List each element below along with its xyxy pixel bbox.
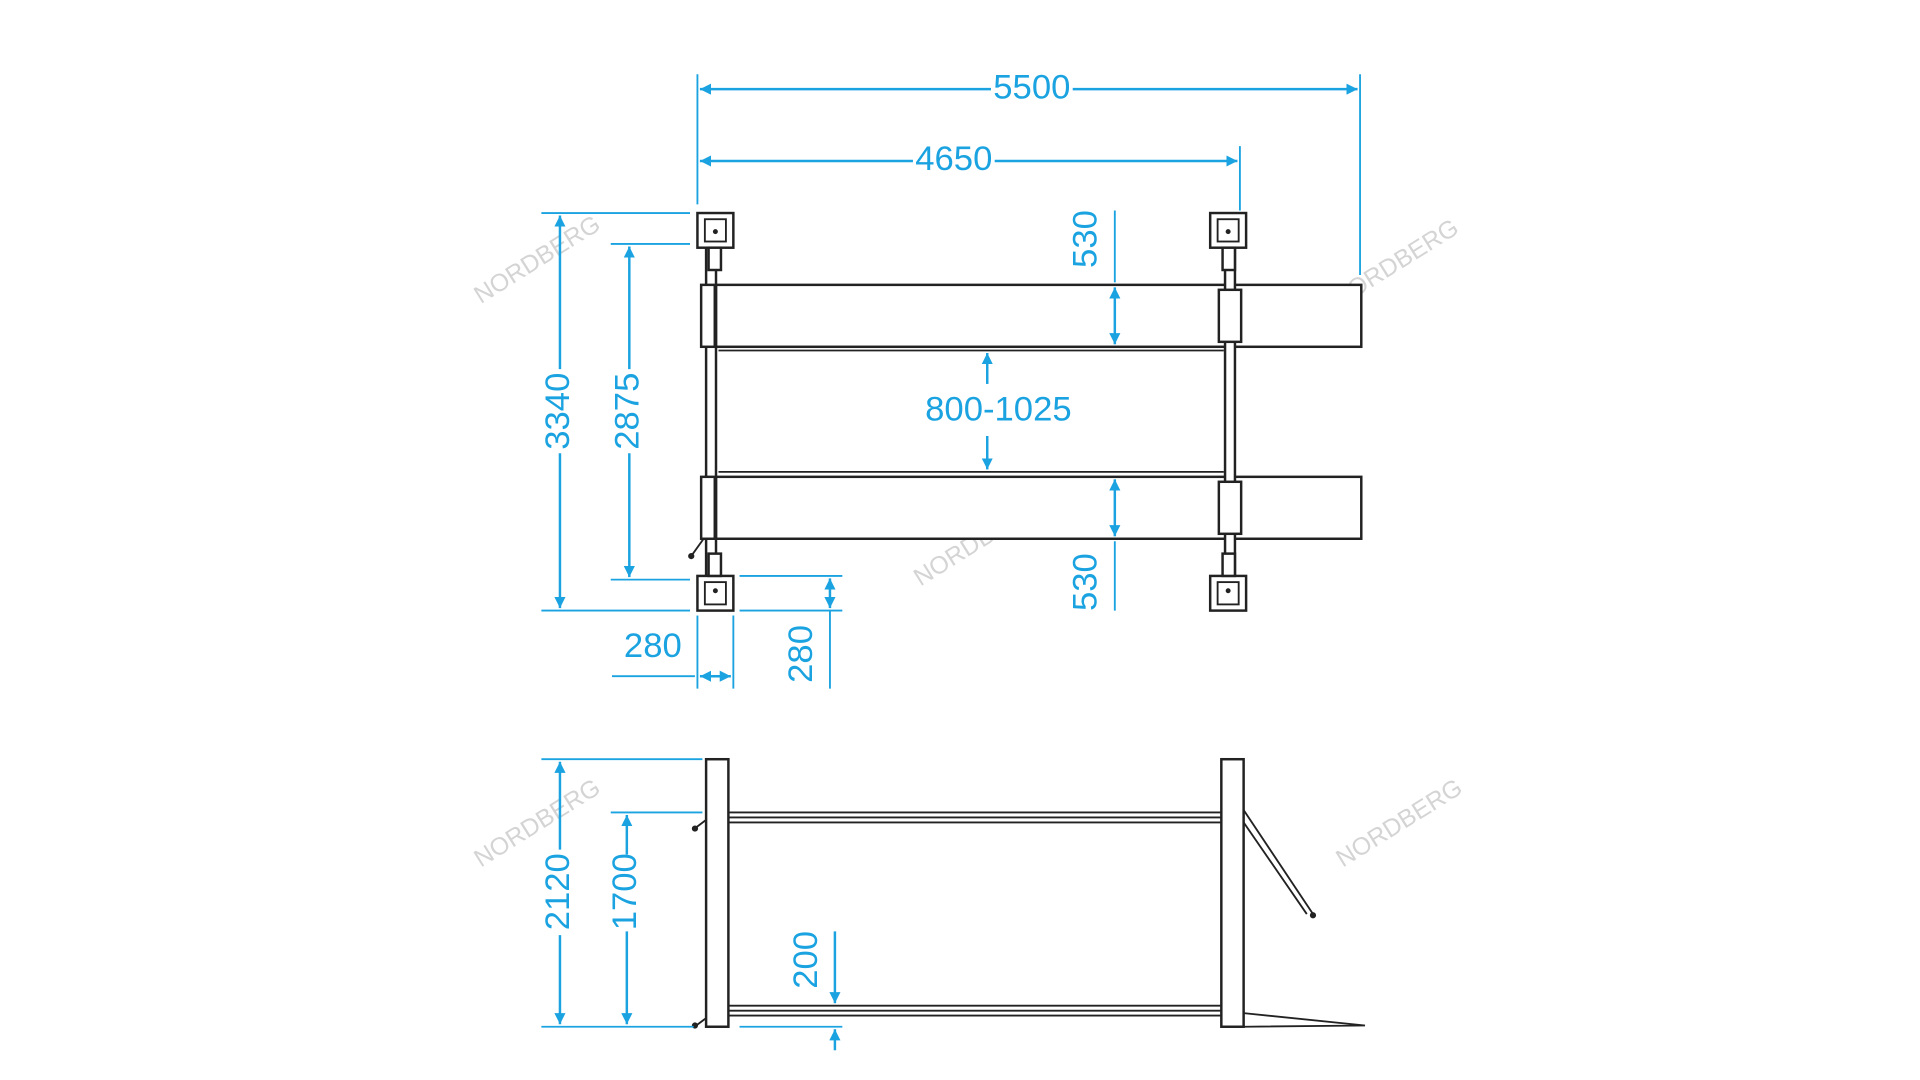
column-base: [696, 211, 735, 249]
runway-bottom: [714, 475, 1363, 540]
top-view: [688, 211, 1363, 612]
dim-overall-width: 3340: [539, 373, 577, 450]
top-view-dimensions: 5500 4650 3340 2875 530 800-1025 530 280: [539, 68, 1361, 689]
dim-min-height: 200: [787, 931, 825, 989]
side-view-dimensions: 2120 1700 200: [539, 758, 843, 1051]
dim-column-spacing: 4650: [915, 140, 992, 178]
ramp-lowered: [1243, 1012, 1366, 1028]
dim-runway-gap: 800-1025: [925, 390, 1071, 428]
watermark: NORDBERG: [1332, 774, 1468, 873]
runway-top: [714, 283, 1363, 349]
watermark: NORDBERG: [470, 774, 606, 873]
column-base: [1208, 211, 1248, 249]
dim-runway-width-bottom: 530: [1067, 553, 1105, 611]
column-base: [1208, 574, 1248, 612]
dim-runway-width-top: 530: [1067, 210, 1105, 268]
dim-base-depth: 280: [782, 625, 820, 683]
dim-max-lift-height: 1700: [606, 853, 644, 930]
dim-overall-height: 2120: [539, 853, 577, 930]
watermark: NORDBERG: [470, 211, 606, 310]
dim-overall-length: 5500: [993, 68, 1070, 106]
dim-base-width: 280: [624, 627, 682, 665]
column-base: [696, 574, 735, 612]
column-right: [1220, 757, 1245, 1028]
dim-inner-width: 2875: [608, 373, 646, 450]
column-left: [704, 757, 730, 1028]
side-view: [691, 757, 1366, 1029]
ramp-raised: [1242, 809, 1314, 915]
